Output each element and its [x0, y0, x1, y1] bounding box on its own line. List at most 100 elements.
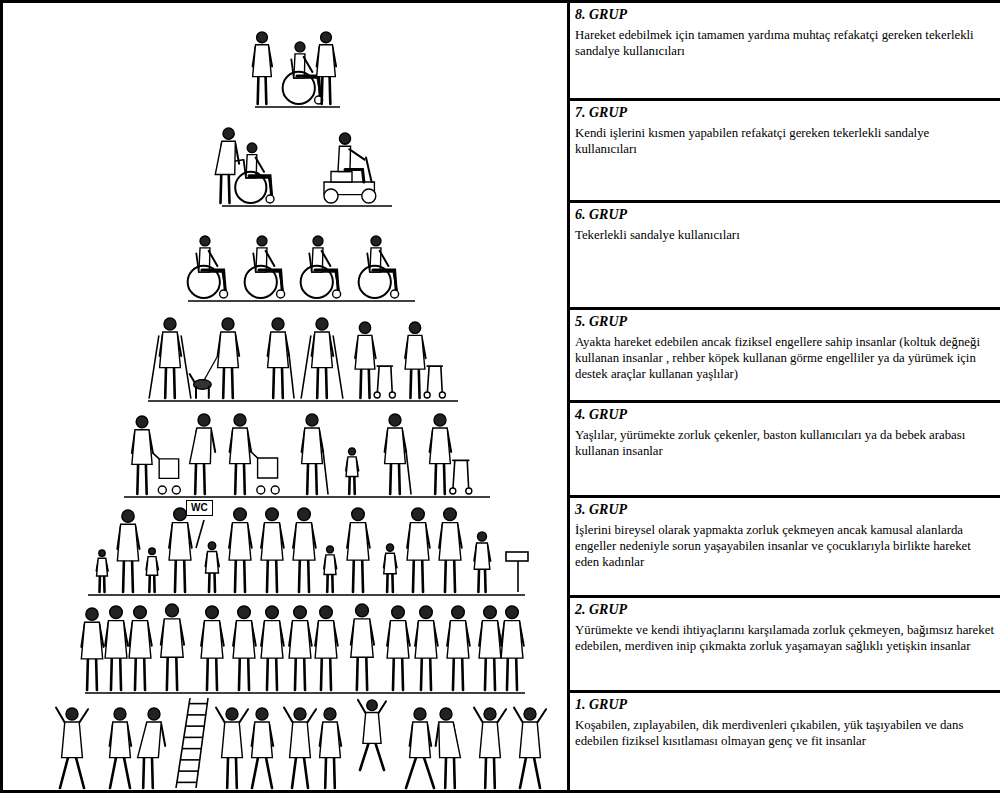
group-box: 1. GRUP Koşabilen, zıplayabilen, dik merd… [567, 690, 1000, 793]
group-heading: 8. GRUP [575, 6, 994, 23]
person-figure [81, 608, 103, 690]
group-box: 4. GRUP Yaşlılar, yürümekte zorluk çekenl… [567, 400, 1000, 495]
ground-line [124, 496, 490, 498]
person-figure [117, 510, 139, 592]
group-box: 6. GRUP Tekerlekli sandalye kullanıcıları [567, 200, 1000, 307]
group-heading: 7. GRUP [575, 104, 994, 121]
person-figure [230, 414, 280, 494]
ground-line [88, 594, 525, 596]
person-figure [268, 318, 294, 398]
pyramid-row [56, 700, 546, 788]
person-figure [430, 414, 472, 494]
person-figure [302, 414, 328, 494]
group-box: 8. GRUP Hareket edebilmek için tamamen ya… [567, 0, 1000, 98]
ground-line [148, 400, 458, 402]
person-figure [132, 416, 180, 494]
person-figure [474, 532, 490, 592]
group-heading: 2. GRUP [575, 601, 994, 618]
person-figure [384, 544, 397, 592]
ground-line [255, 106, 340, 108]
person-figure [317, 32, 336, 104]
person-figure [161, 604, 184, 690]
person-figure [284, 708, 316, 788]
frame-line [0, 0, 3, 793]
ground-line [85, 692, 525, 694]
person-figure [351, 604, 374, 690]
person-figure [406, 708, 434, 788]
person-figure [315, 606, 338, 690]
group-description: Tekerlekli sandalye kullanıcıları [575, 227, 994, 243]
person-figure [105, 606, 128, 690]
person-figure [514, 708, 546, 788]
group-box: 3. GRUPİşlerini bireysel olarak yapmakta… [567, 495, 1000, 595]
person-figure [289, 606, 312, 690]
wheelchair-figure [359, 236, 399, 298]
group-heading: 5. GRUP [575, 313, 994, 330]
person-figure [474, 708, 506, 788]
person-figure [358, 700, 386, 770]
person-figure [110, 708, 132, 788]
group-heading: 4. GRUP [575, 406, 994, 423]
person-figure [252, 708, 274, 788]
person-figure [169, 508, 192, 592]
person-figure [346, 448, 358, 494]
person-figure [261, 508, 284, 592]
person-figure [407, 508, 430, 592]
pyramid-row [188, 236, 415, 301]
group-box: 7. GRUP Kendi işlerini kısmen yapabilen r… [567, 98, 1000, 200]
group-description: Koşabilen, zıplayabilen, dik merdivenler… [575, 717, 994, 749]
person-figure [138, 708, 166, 788]
wheelchair-figure [301, 236, 341, 298]
person-figure [56, 708, 88, 788]
group-heading: 6. GRUP [575, 206, 994, 223]
pyramid-row [148, 318, 458, 401]
wheelchair-figure [188, 236, 228, 298]
person-figure [97, 550, 108, 592]
person-figure [479, 606, 502, 690]
person-figure [190, 414, 216, 494]
person-figure [216, 708, 248, 788]
pyramid-row [88, 508, 525, 595]
person-figure [129, 606, 152, 690]
group-description: Yaşlılar, yürümekte zorluk çekenler, bas… [575, 427, 994, 459]
person-figure [436, 708, 461, 788]
group-description: Kendi işlerini kısmen yapabilen refakatç… [575, 125, 994, 157]
person-figure [206, 542, 220, 592]
person-figure [146, 548, 158, 592]
group-heading: 3. GRUP [575, 501, 994, 518]
group-box: 5. GRUP Ayakta hareket edebilen ancak fiz… [567, 307, 1000, 400]
group-description: Yürümekte ve kendi ihtiyaçlarını karşıla… [575, 622, 994, 654]
group-box: 2. GRUP Yürümekte ve kendi ihtiyaçlarını … [567, 595, 1000, 690]
pyramid-row [81, 604, 525, 693]
frame-line [0, 790, 567, 793]
scooter-figure [324, 133, 376, 203]
person-figure [355, 322, 395, 398]
person-figure [301, 318, 343, 398]
person-figure [347, 508, 370, 592]
person-figure [447, 606, 470, 690]
person-figure [229, 508, 252, 592]
person-figure [261, 606, 284, 690]
person-figure [201, 606, 224, 690]
wheelchair-figure [245, 236, 285, 298]
person-figure [233, 606, 256, 690]
person-figure [324, 546, 336, 592]
person-figure [149, 318, 191, 398]
group-heading: 1. GRUP [575, 696, 994, 713]
ground-line [222, 205, 392, 207]
person-figure [293, 508, 316, 592]
person-figure [385, 414, 411, 494]
group-description: Hareket edebilmek için tamamen yardıma m… [575, 27, 994, 59]
pyramid-row [253, 32, 340, 107]
person-figure [415, 606, 438, 690]
person-figure [405, 322, 445, 398]
person-figure [320, 708, 342, 788]
group-description: Ayakta hareket edebilen ancak fiziksel e… [575, 334, 994, 382]
sign-post [196, 520, 528, 592]
pyramid-row [124, 414, 490, 497]
sign-text: WC [186, 500, 213, 516]
ladder-symbol [176, 698, 208, 788]
person-figure [501, 606, 524, 690]
